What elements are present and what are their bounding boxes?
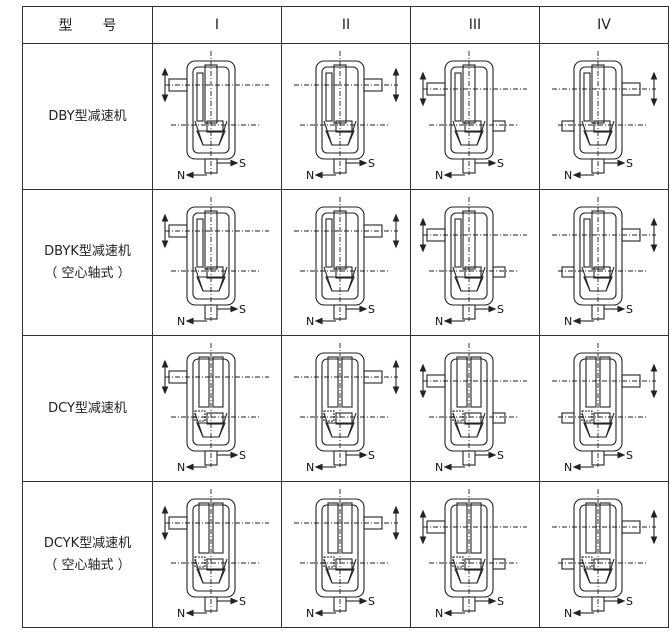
south-label: S bbox=[368, 157, 375, 170]
south-label: S bbox=[497, 595, 504, 608]
gearbox-diagram: SN bbox=[161, 197, 269, 328]
model-cell: DCYK型减速机 （ 空心轴式 ） bbox=[22, 481, 153, 628]
north-label: N bbox=[435, 169, 443, 182]
header-model-char2: 号 bbox=[102, 18, 117, 34]
model-name: DBY型减速机 bbox=[48, 108, 127, 124]
south-label: S bbox=[239, 157, 246, 170]
north-label: N bbox=[177, 169, 185, 182]
south-label: S bbox=[626, 303, 633, 316]
gearbox-diagram: SN bbox=[161, 51, 269, 182]
north-label: N bbox=[564, 607, 572, 620]
gearbox-diagram: SN bbox=[294, 489, 400, 620]
gearbox-diagram: SN bbox=[161, 489, 269, 620]
gearbox-diagram: SN bbox=[419, 197, 527, 328]
header-row: 型号 I II III IV bbox=[22, 6, 669, 44]
model-name: DCYK型减速机 bbox=[43, 535, 132, 551]
south-label: S bbox=[626, 157, 633, 170]
north-label: N bbox=[306, 607, 314, 620]
south-label: S bbox=[497, 157, 504, 170]
south-label: S bbox=[626, 595, 633, 608]
north-label: N bbox=[564, 315, 572, 328]
gearbox-diagram: SN bbox=[552, 197, 658, 328]
north-label: N bbox=[435, 315, 443, 328]
south-label: S bbox=[368, 595, 375, 608]
gearbox-diagram: SN bbox=[419, 343, 527, 474]
gearbox-diagram: SN bbox=[294, 197, 400, 328]
model-subtitle: （ 空心轴式 ） bbox=[44, 557, 131, 573]
gearbox-diagram: SN bbox=[552, 343, 658, 474]
north-label: N bbox=[306, 169, 314, 182]
south-label: S bbox=[497, 303, 504, 316]
gearbox-diagram: SN bbox=[552, 489, 658, 620]
gearbox-diagram: SN bbox=[294, 343, 400, 474]
north-label: N bbox=[435, 607, 443, 620]
south-label: S bbox=[368, 449, 375, 462]
south-label: S bbox=[368, 303, 375, 316]
model-subtitle: （ 空心轴式 ） bbox=[44, 265, 131, 281]
south-label: S bbox=[239, 449, 246, 462]
north-label: N bbox=[435, 461, 443, 474]
model-cell: DBYK型减速机 （ 空心轴式 ） bbox=[22, 189, 153, 336]
north-label: N bbox=[177, 461, 185, 474]
gearbox-diagram: SN bbox=[419, 489, 527, 620]
model-name: DBYK型减速机 bbox=[44, 243, 131, 259]
header-type-3: III bbox=[410, 6, 540, 44]
model-cell: DBY型减速机 bbox=[22, 43, 153, 190]
north-label: N bbox=[306, 461, 314, 474]
north-label: N bbox=[177, 607, 185, 620]
south-label: S bbox=[239, 303, 246, 316]
south-label: S bbox=[497, 449, 504, 462]
north-label: N bbox=[306, 315, 314, 328]
gearbox-diagram: SN bbox=[419, 51, 527, 182]
header-model: 型号 bbox=[22, 6, 153, 44]
header-type-1: I bbox=[152, 6, 282, 44]
header-type-2: II bbox=[281, 6, 411, 44]
header-type-4: IV bbox=[539, 6, 669, 44]
north-label: N bbox=[177, 315, 185, 328]
gearbox-diagram: SN bbox=[294, 51, 400, 182]
south-label: S bbox=[239, 595, 246, 608]
north-label: N bbox=[564, 461, 572, 474]
gearbox-diagram: SN bbox=[552, 51, 658, 182]
gearbox-diagram: SN bbox=[161, 343, 269, 474]
model-cell: DCY型减速机 bbox=[22, 335, 153, 482]
south-label: S bbox=[626, 449, 633, 462]
model-name: DCY型减速机 bbox=[48, 400, 127, 416]
north-label: N bbox=[564, 169, 572, 182]
header-model-char1: 型 bbox=[58, 18, 73, 34]
